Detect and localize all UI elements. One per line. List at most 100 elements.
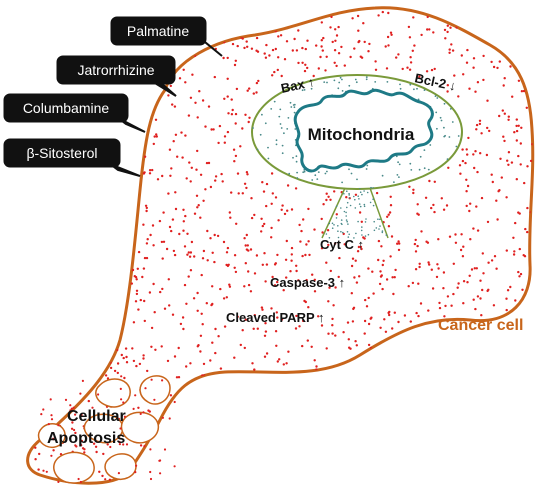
cyt-c-release-dots	[325, 190, 388, 239]
speckle-dot	[472, 298, 475, 301]
speckle-dot	[158, 219, 162, 223]
speckle-dot	[475, 267, 478, 270]
speckle-dot	[253, 314, 256, 317]
speckle-dot	[423, 167, 426, 170]
speckle-dot	[142, 223, 145, 226]
speckle-dot	[276, 360, 279, 363]
speckle-dot	[495, 199, 498, 202]
speckle-dot	[188, 161, 191, 164]
speckle-dot	[492, 304, 496, 307]
speckle-dot	[520, 90, 524, 93]
speckle-dot	[244, 113, 247, 117]
speckle-dot	[341, 90, 344, 92]
speckle-dot	[357, 245, 361, 249]
speckle-dot	[301, 344, 304, 348]
speckle-dot	[379, 270, 382, 273]
speckle-dot	[363, 332, 366, 335]
speckle-dot	[227, 263, 230, 266]
speckle-dot	[379, 218, 381, 221]
speckle-dot	[299, 240, 302, 243]
speckle-dot	[234, 270, 238, 274]
speckle-dot	[378, 228, 380, 230]
speckle-dot	[445, 204, 449, 207]
speckle-dot	[280, 318, 284, 321]
speckle-dot	[292, 104, 295, 106]
speckle-dot	[267, 146, 269, 149]
speckle-dot	[226, 95, 229, 98]
speckle-dot	[481, 288, 484, 292]
speckle-dot	[364, 221, 367, 223]
speckle-dot	[304, 63, 307, 66]
speckle-dot	[321, 231, 324, 234]
speckle-dot	[265, 182, 269, 186]
speckle-dot	[307, 240, 310, 243]
speckle-dot	[279, 108, 282, 111]
speckle-dot	[273, 284, 277, 287]
speckle-dot	[253, 213, 256, 217]
speckle-dot	[452, 262, 455, 265]
speckle-dot	[218, 124, 222, 128]
speckle-dot	[304, 300, 307, 304]
speckle-dot	[225, 263, 228, 267]
speckle-dot	[197, 204, 200, 207]
speckle-dot	[460, 233, 463, 236]
speckle-dot	[265, 352, 269, 355]
speckle-dot	[260, 306, 264, 309]
speckle-dot	[209, 237, 212, 240]
speckle-dot	[149, 470, 152, 474]
speckle-dot	[168, 417, 171, 420]
speckle-dot	[332, 304, 335, 307]
speckle-dot	[285, 276, 288, 279]
speckle-dot	[397, 320, 400, 324]
speckle-dot	[123, 415, 126, 418]
speckle-dot	[81, 447, 85, 450]
speckle-dot	[449, 26, 452, 29]
speckle-dot	[227, 112, 230, 115]
speckle-dot	[446, 24, 449, 27]
speckle-dot	[211, 302, 214, 306]
speckle-dot	[264, 322, 267, 325]
speckle-dot	[171, 103, 174, 106]
speckle-dot	[119, 427, 122, 430]
speckle-dot	[295, 160, 298, 163]
speckle-dot	[367, 233, 370, 236]
speckle-dot	[153, 311, 156, 314]
speckle-dot	[430, 268, 433, 271]
speckle-dot	[512, 236, 515, 239]
speckle-dot	[187, 251, 190, 254]
speckle-dot	[313, 359, 316, 362]
speckle-dot	[134, 276, 138, 279]
speckle-dot	[397, 161, 399, 164]
speckle-dot	[74, 431, 77, 435]
speckle-dot	[501, 109, 504, 112]
speckle-dot	[170, 167, 173, 170]
speckle-dot	[472, 66, 475, 69]
speckle-dot	[408, 185, 411, 188]
speckle-dot	[169, 394, 173, 397]
speckle-dot	[479, 152, 482, 155]
speckle-dot	[348, 194, 351, 196]
speckle-dot	[379, 225, 381, 227]
speckle-dot	[246, 45, 249, 48]
speckle-dot	[331, 227, 334, 229]
speckle-dot	[134, 394, 137, 397]
speckle-dot	[150, 378, 153, 381]
speckle-dot	[406, 66, 409, 69]
speckle-dot	[259, 133, 262, 136]
speckle-dot	[40, 413, 43, 416]
speckle-dot	[331, 317, 334, 321]
speckle-dot	[354, 198, 356, 201]
speckle-dot	[161, 287, 164, 291]
speckle-dot	[414, 250, 418, 253]
speckle-dot	[306, 339, 309, 342]
speckle-dot	[522, 254, 525, 257]
speckle-dot	[353, 276, 356, 279]
apoptotic-body	[139, 375, 171, 405]
speckle-dot	[340, 219, 343, 221]
speckle-dot	[256, 327, 259, 330]
speckle-dot	[282, 363, 285, 366]
speckle-dot	[237, 192, 240, 195]
speckle-dot	[346, 231, 349, 233]
speckle-dot	[145, 206, 148, 210]
speckle-dot	[387, 44, 390, 47]
